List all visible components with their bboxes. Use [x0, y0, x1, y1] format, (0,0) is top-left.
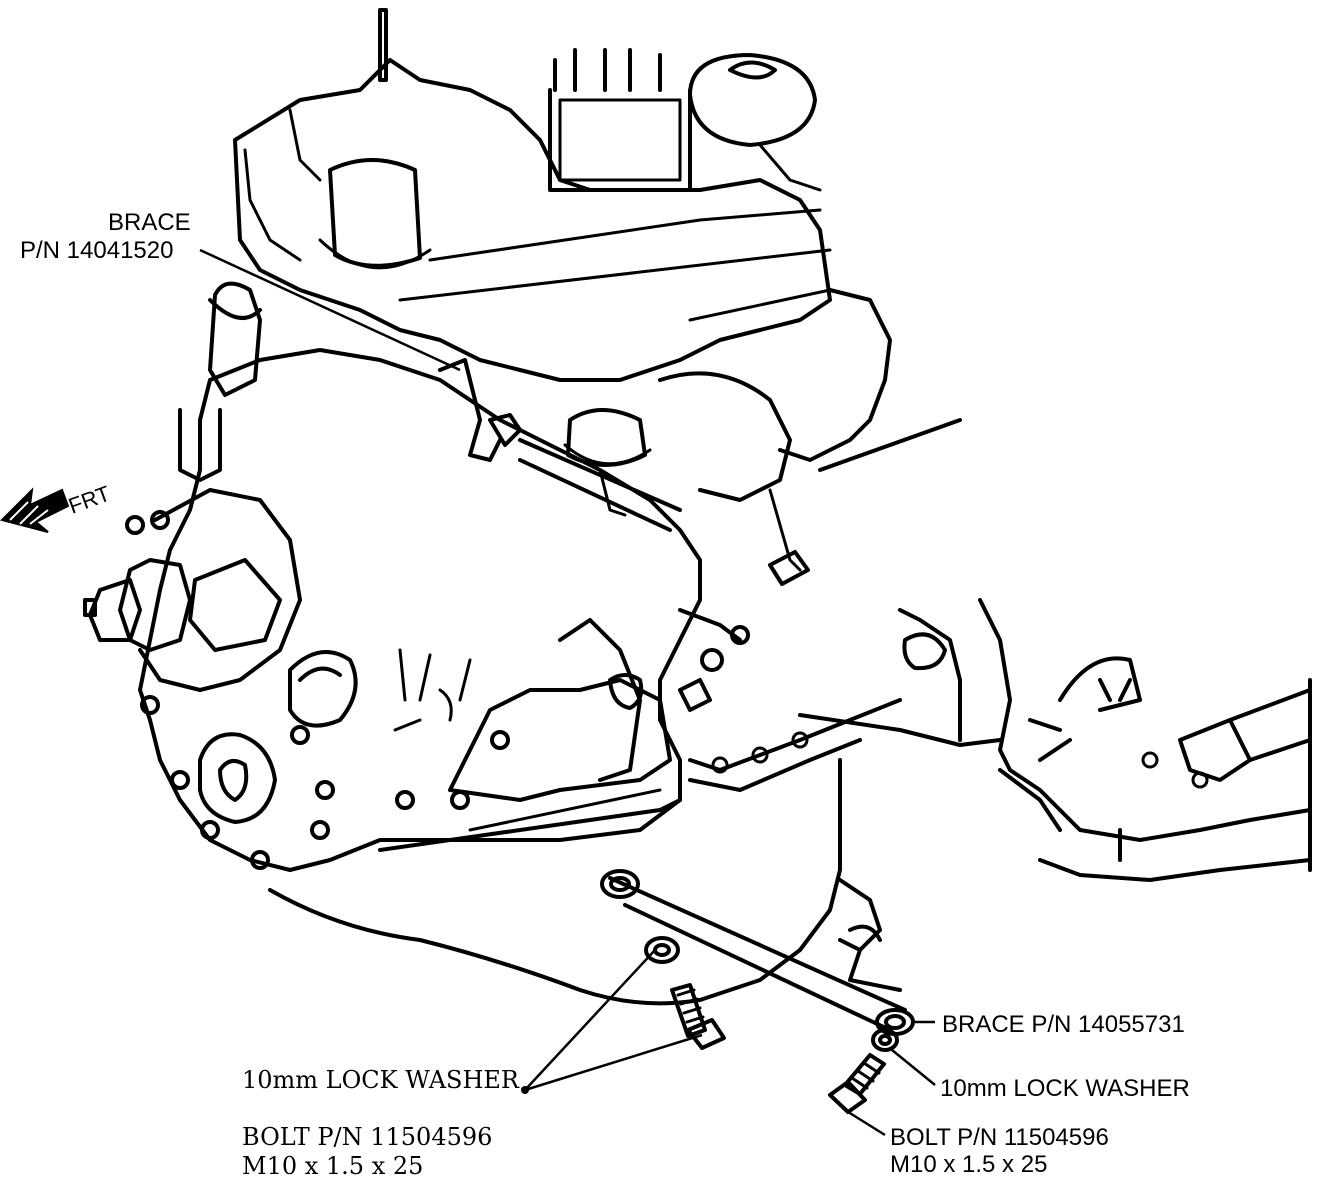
leader-lines: [199, 248, 936, 1137]
right-lock-washer-label: 10mm LOCK WASHER: [940, 1075, 1190, 1102]
lower-brace-assembly: [600, 869, 915, 1114]
engine-illustration: [83, 8, 1312, 1006]
upper-brace-part-number: P/N 14041520: [20, 237, 173, 264]
right-bolt-label: BOLT P/N 11504596: [890, 1124, 1109, 1151]
left-bolt-label: BOLT P/N 11504596: [242, 1123, 492, 1151]
left-lock-washer-label: 10mm LOCK WASHER: [242, 1066, 520, 1094]
front-arrow-icon: [0, 487, 70, 533]
left-bolt-size: M10 x 1.5 x 25: [242, 1152, 423, 1180]
lower-brace-label: BRACE P/N 14055731: [942, 1011, 1185, 1038]
right-bolt-size: M10 x 1.5 x 25: [890, 1151, 1047, 1178]
front-label: FRT: [65, 481, 113, 519]
upper-brace-label: BRACE: [108, 209, 191, 236]
